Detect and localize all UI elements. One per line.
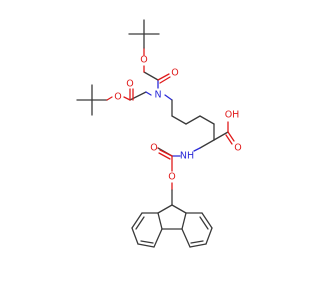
- bond-boc-c-double-a: [157, 73, 170, 81]
- atom-o-fmoc-carbonyl: O: [150, 143, 157, 154]
- bond-chain-3: [185, 115, 201, 125]
- atom-o-boc-carbonyl: O: [171, 68, 178, 79]
- atom-nh-carbamate: NH: [180, 151, 194, 162]
- atom-n-tertiary: N: [154, 90, 161, 101]
- bond-boc-c-double-b: [159, 76, 171, 84]
- atom-o-left-ester: O: [114, 92, 121, 103]
- left-tert-butyl-group: [76, 84, 108, 116]
- bond-alpha-c: [199, 139, 215, 149]
- atom-oh-acid: OH: [225, 110, 240, 121]
- bond-cooh-double-b: [225, 134, 233, 145]
- atom-o-fmoc-ester: O: [168, 172, 175, 183]
- molecule-diagram: O O N O O OH O NH O O: [76, 19, 242, 248]
- bond-n-chain: [164, 94, 173, 101]
- atom-o-acid-carbonyl: O: [234, 143, 241, 154]
- bond-alpha-nh: [193, 147, 201, 152]
- bond-left-ester-o: [106, 96, 113, 101]
- bond-ch2-n: [145, 91, 152, 96]
- boc-tert-butyl-group: [128, 19, 160, 49]
- structure-svg: O O N O O OH O NH O O: [76, 19, 242, 248]
- atom-o-boc-ester: O: [140, 55, 147, 66]
- bond-chain-2: [171, 115, 187, 125]
- bond-fmoc-double-b: [158, 152, 171, 160]
- atom-o-left-carbonyl: O: [126, 79, 133, 90]
- bond-chain-4: [199, 115, 215, 125]
- bond-alpha-cooh: [213, 131, 229, 141]
- bond-cooh-double-a: [227, 131, 235, 142]
- bond-fmoc-double-a: [159, 149, 173, 157]
- bond-left-ester-o-carbonyl: [123, 96, 131, 101]
- bond-boc-carbonyl: [143, 71, 159, 81]
- fluorenyl-group: [131, 204, 213, 248]
